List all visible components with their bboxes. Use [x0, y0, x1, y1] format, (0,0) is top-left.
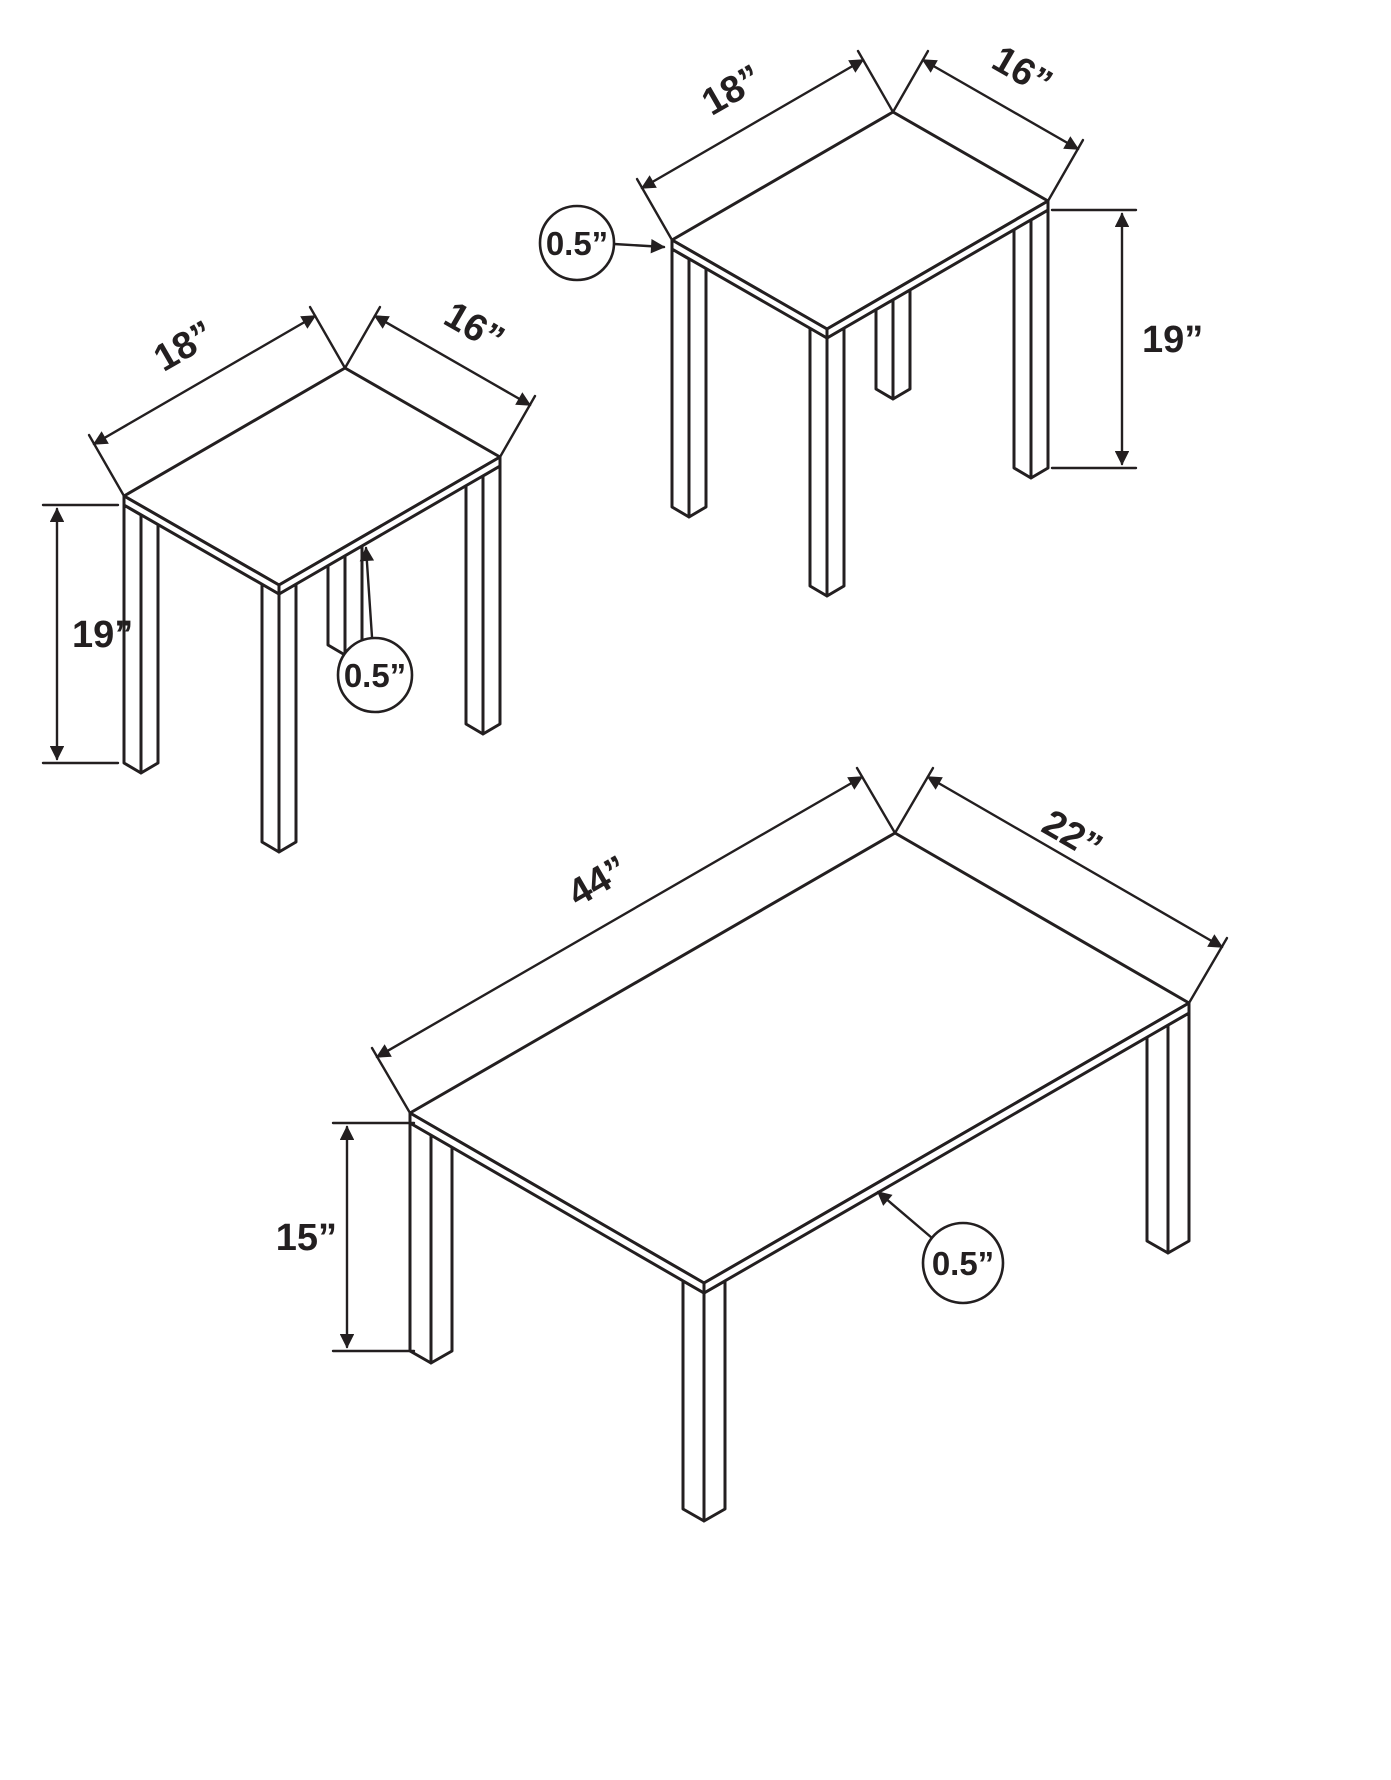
width-dimension-arrow — [373, 314, 532, 407]
coffee-table-length-label: 44” — [561, 848, 635, 915]
end-table-left-drawing — [122, 366, 502, 854]
end-table-left-length-label: 18” — [147, 313, 221, 380]
coffee-table-top-surface — [408, 831, 1191, 1285]
coffee-table-width-label: 22” — [1035, 802, 1109, 869]
thickness-callout-circle — [921, 1221, 1005, 1305]
thickness-callout-circle — [336, 636, 414, 714]
end-table-right-dimensions: 18” 16” 19” 0.5” — [538, 38, 1203, 470]
coffee-table-left-leg — [408, 1121, 454, 1365]
length-dimension-arrow — [640, 58, 865, 190]
coffee-table-right-leg — [1145, 1011, 1191, 1255]
end-table-right-width-label: 16” — [985, 38, 1059, 105]
end-table-right-length-label: 18” — [695, 57, 769, 124]
extension-line — [893, 766, 935, 835]
width-dimension-arrow — [921, 58, 1080, 151]
end-table-left-height-label: 19” — [72, 614, 133, 656]
extension-line — [635, 177, 674, 242]
end-table-right-front-leg — [808, 326, 846, 598]
end-table-left-width-label: 16” — [437, 294, 511, 361]
length-dimension-arrow — [375, 775, 864, 1059]
extension-line — [855, 766, 897, 835]
end-table-right-height-label: 19” — [1142, 319, 1203, 361]
end-table-right-right-leg — [1012, 208, 1050, 480]
extension-line — [1187, 936, 1229, 1005]
end-table-left-thickness-label: 0.5” — [344, 657, 406, 694]
thickness-leader-arrow — [359, 546, 375, 639]
end-table-right-top-surface — [670, 110, 1050, 331]
thickness-callout-circle — [538, 204, 616, 282]
end-table-right-top-edge-right — [825, 199, 1050, 340]
end-table-left-top-surface — [122, 366, 502, 587]
thickness-leader-arrow — [876, 1190, 934, 1240]
length-dimension-arrow — [92, 314, 317, 446]
end-table-left-right-leg — [464, 464, 502, 736]
coffee-table-height-label: 15” — [276, 1217, 337, 1259]
coffee-table-front-leg — [681, 1279, 727, 1523]
coffee-table-top-edge-right — [702, 1001, 1191, 1295]
coffee-table-drawing — [408, 831, 1191, 1523]
extension-line — [1046, 138, 1085, 203]
extension-line — [498, 394, 537, 459]
extension-line — [370, 1046, 412, 1115]
thickness-leader-arrow — [612, 239, 666, 254]
end-table-right-drawing — [670, 110, 1050, 598]
end-table-right-thickness-label: 0.5” — [546, 225, 608, 262]
width-dimension-arrow — [926, 775, 1224, 949]
extension-line — [87, 433, 126, 498]
coffee-table-thickness-label: 0.5” — [932, 1245, 994, 1282]
end-table-left-front-leg — [260, 582, 298, 854]
end-table-right-left-leg — [670, 247, 708, 519]
end-table-left-top-edge-right — [277, 455, 502, 596]
